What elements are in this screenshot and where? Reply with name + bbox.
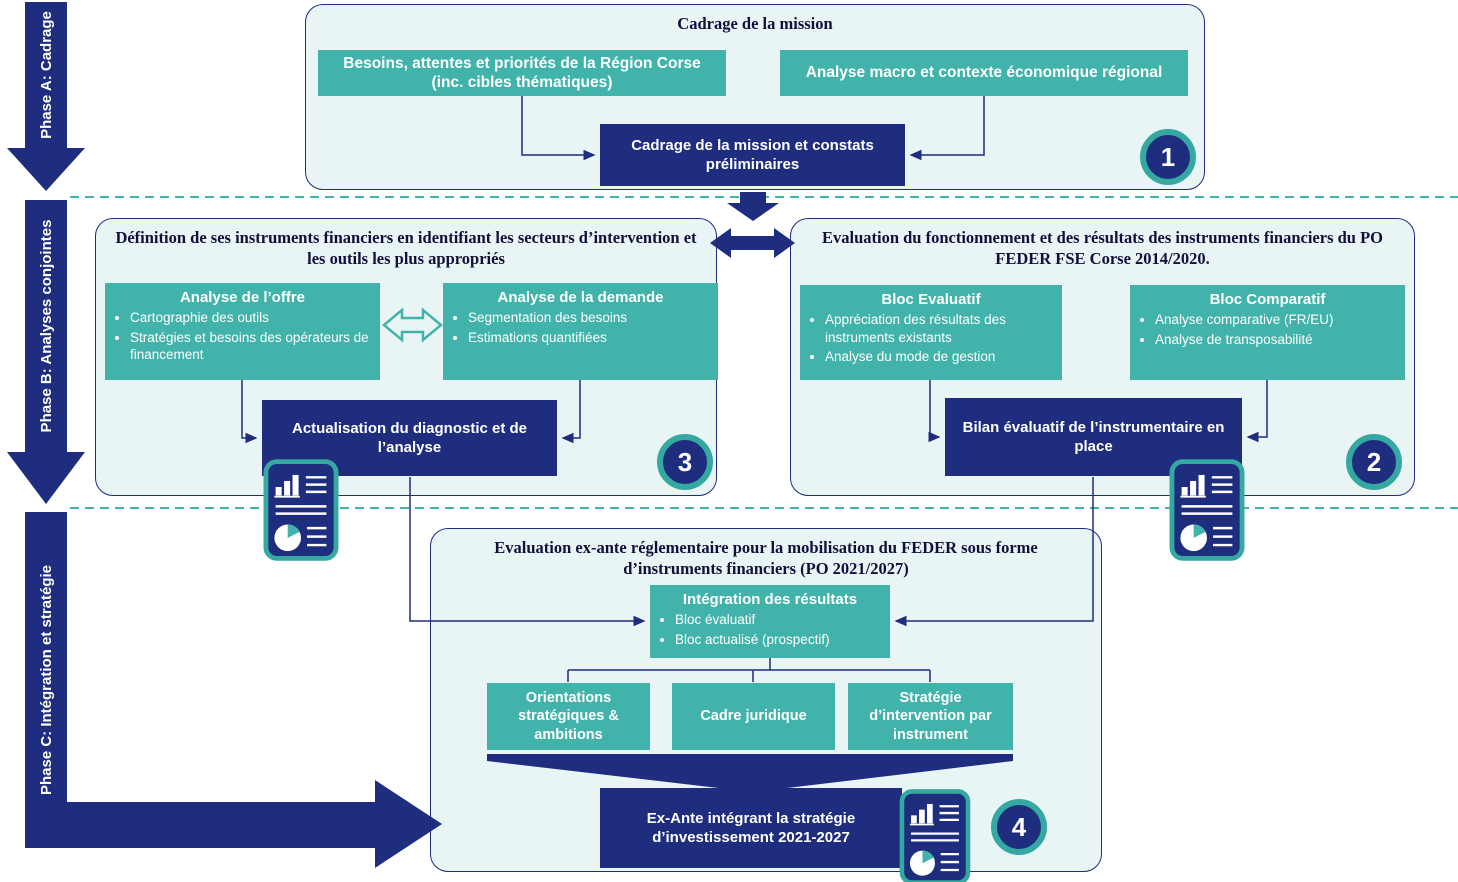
box-orientations: Orientations stratégiques & ambitions xyxy=(487,683,650,750)
box-exante-result: Ex-Ante intégrant la stratégie d’investi… xyxy=(600,788,902,868)
box-cadrage-result: Cadrage de la mission et constats prélim… xyxy=(600,124,905,186)
double-arrow-b xyxy=(710,228,795,258)
phase-c-title: Evaluation ex-ante réglementaire pour la… xyxy=(494,538,1038,578)
report-icon xyxy=(898,788,972,882)
box-bloc-evaluatif: Bloc Evaluatif Appréciation des résultat… xyxy=(800,285,1062,380)
box-strategie-intervention: Stratégie d’intervention par instrument xyxy=(848,683,1013,750)
box-cadre-juridique: Cadre juridique xyxy=(672,683,835,750)
badge-4: 4 xyxy=(991,799,1047,855)
integration-title: Intégration des résultats xyxy=(682,591,858,608)
bloc-comparatif-bullets: Analyse comparative (FR/EU) Analyse de t… xyxy=(1138,311,1397,348)
box-analyse-macro: Analyse macro et contexte économique rég… xyxy=(780,50,1188,96)
phase-a-title: Cadrage de la mission xyxy=(677,14,833,33)
box-actualisation-result: Actualisation du diagnostic et de l’anal… xyxy=(262,400,557,476)
bullet: Analyse de transposabilité xyxy=(1155,331,1397,349)
badge-3: 3 xyxy=(657,434,713,490)
analyse-demande-bullets: Segmentation des besoins Estimations qua… xyxy=(451,309,710,346)
box-besoins-attentes: Besoins, attentes et priorités de la Rég… xyxy=(318,50,726,96)
analyse-demande-title: Analyse de la demande xyxy=(497,289,664,306)
bloc-evaluatif-title: Bloc Evaluatif xyxy=(881,291,981,308)
bloc-evaluatif-bullets: Appréciation des résultats des instrumen… xyxy=(808,311,1054,366)
box-bloc-comparatif: Bloc Comparatif Analyse comparative (FR/… xyxy=(1130,285,1405,380)
bullet: Stratégies et besoins des opérateurs de … xyxy=(130,329,372,364)
bullet: Analyse du mode de gestion xyxy=(825,348,1054,366)
report-icon xyxy=(262,458,340,567)
box-analyse-offre: Analyse de l’offre Cartographie des outi… xyxy=(105,283,380,380)
analyse-offre-title: Analyse de l’offre xyxy=(179,289,306,306)
bullet: Cartographie des outils xyxy=(130,309,372,327)
bloc-comparatif-title: Bloc Comparatif xyxy=(1209,291,1326,308)
bullet: Segmentation des besoins xyxy=(468,309,710,327)
analyse-offre-bullets: Cartographie des outils Stratégies et be… xyxy=(113,309,372,364)
bullet: Appréciation des résultats des instrumen… xyxy=(825,311,1054,346)
badge-2: 2 xyxy=(1346,434,1402,490)
badge-1: 1 xyxy=(1140,129,1196,185)
bullet: Bloc actualisé (prospectif) xyxy=(675,631,882,649)
bullet: Analyse comparative (FR/EU) xyxy=(1155,311,1397,329)
phase-a-label: Phase A: Cadrage xyxy=(37,11,55,139)
phase-b-label: Phase B: Analyses conjointes xyxy=(37,219,55,433)
down-arrow-a-to-b xyxy=(727,192,779,221)
box-analyse-demande: Analyse de la demande Segmentation des b… xyxy=(443,283,718,380)
bullet: Bloc évaluatif xyxy=(675,611,882,629)
phase-c-arrow xyxy=(25,512,442,868)
integration-bullets: Bloc évaluatif Bloc actualisé (prospecti… xyxy=(658,611,882,648)
bullet: Estimations quantifiées xyxy=(468,329,710,347)
report-icon xyxy=(1168,458,1246,567)
phase-b-left-title: Définition de ses instruments financiers… xyxy=(115,228,697,268)
phase-c-label: Phase C: Intégration et stratégie xyxy=(37,564,55,796)
phase-b-right-title: Evaluation du fonctionnement et des résu… xyxy=(821,228,1384,268)
box-integration-resultats: Intégration des résultats Bloc évaluatif… xyxy=(650,585,890,658)
